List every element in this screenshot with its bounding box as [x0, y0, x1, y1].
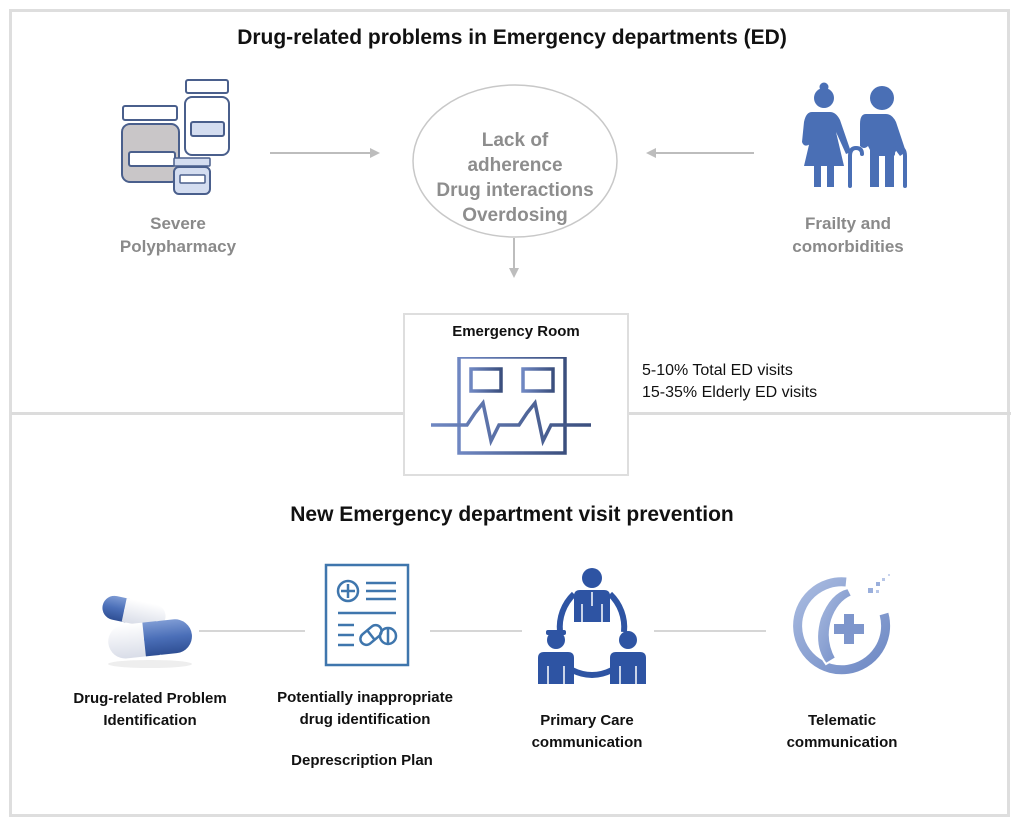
frailty-comorbidities-label: Frailty and comorbidities — [792, 214, 904, 256]
prescription-document-icon — [324, 563, 410, 667]
step-inappropriate-drug-label: Potentially inappropriate drug identific… — [277, 689, 453, 728]
top-section-title: Drug-related problems in Emergency depar… — [237, 26, 787, 49]
emergency-room-title: Emergency Room — [452, 323, 580, 340]
severe-polypharmacy-label: Severe Polypharmacy — [119, 214, 237, 256]
emergency-doors-icon — [431, 357, 591, 455]
arrow-left — [646, 148, 754, 158]
capsules-icon — [102, 595, 192, 668]
emergency-room-box: Emergency Room — [403, 313, 629, 476]
arrow-right — [270, 148, 380, 158]
problems-ellipse — [412, 84, 618, 238]
step-drug-problem-label: Drug-related Problem Identification — [73, 690, 227, 729]
care-team-icon — [538, 568, 646, 684]
telemedicine-phone-icon — [793, 574, 891, 675]
arrow-down — [509, 238, 519, 278]
deprescription-plan-label: Deprescription Plan — [291, 752, 433, 769]
stat-elderly-ed: 15-35% Elderly ED visits — [642, 384, 818, 401]
medicine-bottles-icon — [121, 79, 230, 195]
connector-line-2 — [430, 630, 522, 632]
ed-visit-stats: 5-10% Total ED visits 15-35% Elderly ED … — [642, 360, 817, 404]
bottom-section-title: New Emergency department visit preventio… — [290, 503, 734, 526]
stat-total-ed: 5-10% Total ED visits — [642, 362, 793, 379]
step-primary-care-label: Primary Care communication — [531, 712, 643, 751]
connector-line-3 — [654, 630, 766, 632]
step-telematic-label: Telematic communication — [786, 712, 898, 751]
connector-line-1 — [199, 630, 305, 632]
elderly-couple-icon — [802, 82, 907, 188]
problems-list: Lack of adherence Drug interactions Over… — [436, 130, 594, 226]
